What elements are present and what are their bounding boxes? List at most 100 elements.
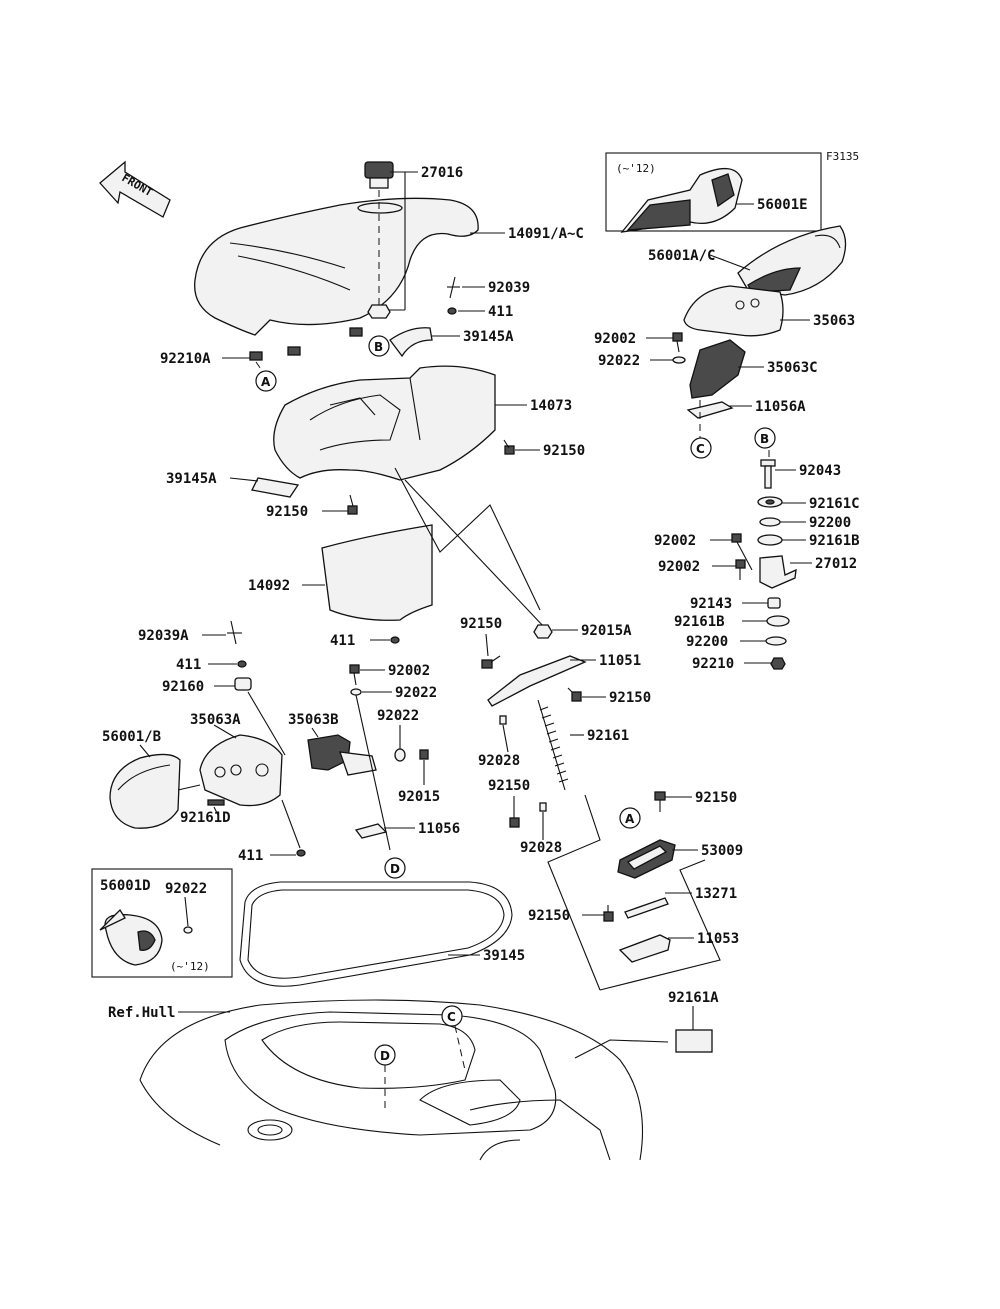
damper-part-92161 [537, 699, 569, 791]
bracket-part-11051 [487, 655, 587, 707]
label-14091: 14091/A~C [508, 226, 584, 242]
collar-icon [499, 715, 507, 725]
label-92002-right-a: 92002 [654, 533, 696, 549]
plate-part-11056A [686, 401, 734, 419]
seat-part [194, 197, 479, 336]
hull-reference [139, 999, 644, 1161]
callout-b-top [368, 335, 390, 357]
label-92143: 92143 [690, 596, 732, 612]
label-411-lower: 411 [238, 848, 263, 864]
washer-icon [672, 356, 686, 364]
label-411-left: 411 [176, 657, 201, 673]
inset-box-bottom: 56001D 92022 (~'12) [91, 868, 233, 978]
clip-icon [349, 327, 363, 337]
label-92150-b: 92150 [266, 504, 308, 520]
gasket-part-39145 [239, 881, 513, 987]
washer-icon [766, 615, 790, 627]
washer-hole-icon [765, 499, 775, 505]
callout-d-hull-label: D [380, 1049, 390, 1063]
label-56001E: 56001E [757, 197, 808, 213]
callout-b-top-label: B [374, 340, 383, 354]
label-92028-b: 92028 [520, 840, 562, 856]
label-92200-top: 92200 [809, 515, 851, 531]
label-92028-a: 92028 [478, 753, 520, 769]
plate-part-11056 [354, 823, 388, 839]
label-35063B: 35063B [288, 712, 339, 728]
label-35063A: 35063A [190, 712, 241, 728]
inset-bottom-washer: 92022 [165, 881, 207, 897]
inset-top-note: (~'12) [616, 162, 656, 175]
label-92150-d: 92150 [609, 690, 651, 706]
bolt-icon [509, 817, 520, 828]
label-411-top: 411 [488, 304, 513, 320]
label-11051: 11051 [599, 653, 641, 669]
label-92161B-lower: 92161B [674, 614, 725, 630]
clip-icon [287, 346, 301, 356]
bolt-icon [603, 905, 614, 922]
bolt-icon [481, 655, 501, 669]
label-92161B-top: 92161B [809, 533, 860, 549]
label-39145: 39145 [483, 948, 525, 964]
bushing-part-92160 [234, 677, 252, 691]
bolt-icon [503, 439, 515, 455]
label-11053: 11053 [697, 931, 739, 947]
nut-icon [367, 304, 391, 319]
bolt-icon [567, 687, 582, 702]
label-92039A: 92039A [138, 628, 189, 644]
label-92002-right-b: 92002 [658, 559, 700, 575]
mirror-part-56001B [109, 753, 181, 829]
callout-a-lower [619, 807, 641, 829]
label-411-mid: 411 [330, 633, 355, 649]
bolt-icon [672, 332, 683, 353]
bracket-part-27012 [759, 555, 797, 589]
label-92161C: 92161C [809, 496, 860, 512]
label-11056: 11056 [418, 821, 460, 837]
bolt-icon [731, 533, 753, 571]
label-56001AC: 56001A/C [648, 248, 715, 264]
label-92161A: 92161A [668, 990, 719, 1006]
bracket-part-35063B [307, 734, 377, 776]
label-92015A: 92015A [581, 623, 632, 639]
label-92150-e: 92150 [488, 778, 530, 794]
mirror-part-56001AC [737, 225, 847, 296]
nut-icon [533, 624, 553, 639]
grommet-icon [390, 636, 400, 644]
washer-icon [757, 534, 783, 546]
bolt-icon [349, 664, 360, 686]
inset-bottom-note: (~'12) [170, 960, 210, 973]
label-92022-mid: 92022 [377, 708, 419, 724]
inset-bottom-part: 56001D [100, 878, 151, 894]
label-92200-lower: 92200 [686, 634, 728, 650]
label-92150-f: 92150 [695, 790, 737, 806]
washer-icon [759, 517, 781, 527]
nut-icon [770, 657, 786, 670]
callout-c-hull [441, 1005, 463, 1027]
label-92043: 92043 [799, 463, 841, 479]
callout-c-right-label: C [696, 442, 705, 456]
label-53009: 53009 [701, 843, 743, 859]
grommet-icon [447, 307, 457, 315]
label-92039: 92039 [488, 280, 530, 296]
callout-d-mid-label: D [390, 862, 400, 876]
figure-code: F3135 [826, 150, 859, 163]
label-56001B: 56001/B [102, 729, 161, 745]
handle-part-53009 [617, 839, 676, 879]
label-92210: 92210 [692, 656, 734, 672]
bolt-icon [347, 494, 358, 515]
pin-part-92039A [227, 620, 242, 645]
label-35063: 35063 [813, 313, 855, 329]
clip-icon [249, 351, 263, 361]
label-11056A: 11056A [755, 399, 806, 415]
pin-part-92039 [447, 276, 460, 299]
label-27016: 27016 [421, 165, 463, 181]
callout-c-right [690, 437, 712, 459]
label-92002-right-top: 92002 [594, 331, 636, 347]
seat-base-part-14073 [273, 365, 496, 481]
label-39145A-top: 39145A [463, 329, 514, 345]
mirror-housing-part-35063 [683, 285, 784, 337]
callout-b-right-label: B [760, 432, 769, 446]
label-92150-c: 92150 [460, 616, 502, 632]
label-92210A: 92210A [160, 351, 211, 367]
label-13271: 13271 [695, 886, 737, 902]
label-27012: 27012 [815, 556, 857, 572]
